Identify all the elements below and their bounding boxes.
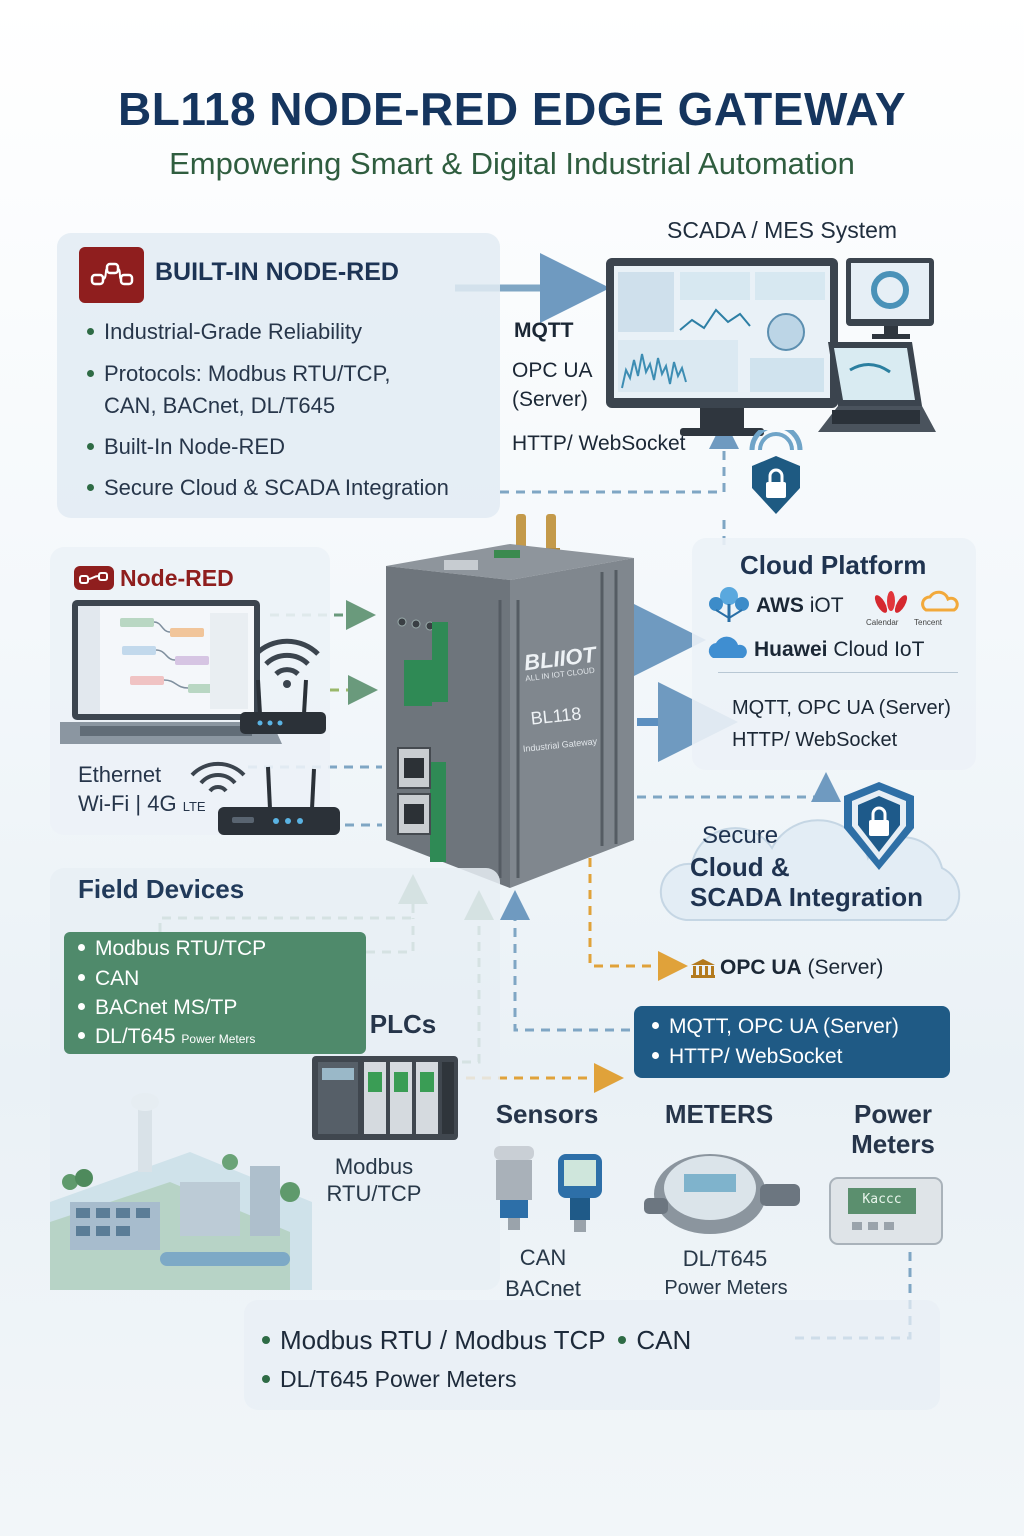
bullet-item: Industrial-Grade Reliability [87,321,497,363]
node-red-label: Node-RED [120,565,234,591]
node-red-logo-icon [79,247,144,303]
power-meters-title-line2: Meters [851,1129,935,1159]
connectivity-ethernet: Ethernet [78,762,162,787]
secure-line3: SCADA Integration [690,882,924,912]
bl118-device-illustration [386,514,634,888]
dashed-line-device-to-opcua [588,858,688,981]
dashed-line-bluebox-to-device [500,890,630,1032]
builtin-heading: BUILT-IN NODE-RED [155,258,399,286]
field-protocol-item: BACnet MS/TP [78,993,237,1022]
power-meter-illustration [829,1177,943,1245]
protocol-opcua: OPC UA [512,359,593,382]
lock-shield-icon [749,430,803,514]
scada-workstation-illustration [606,258,936,436]
field-devices-title: Field Devices [78,874,245,904]
security-shield-icon [844,782,914,870]
aws-tree-icon [709,587,749,622]
plcs-title: PLCs [369,1009,437,1039]
footer-line1: Modbus RTU / Modbus TCP CAN [262,1325,691,1356]
node-red-small-icon [74,566,114,590]
sensors-illustration [494,1146,602,1232]
meters-caption-line1: DL/T645 [682,1246,768,1271]
brand-small-text-1: Calendar [866,618,899,627]
blue-box-item: HTTP/ WebSocket [652,1042,843,1072]
connectivity-wifi-4g: Wi-Fi | 4G LTE [78,791,206,816]
wifi-router-illustration [190,761,340,835]
bullet-item: Secure Cloud & SCADA Integration [87,477,497,517]
huawei-cloud-label: Huawei Cloud IoT [754,638,925,661]
cloud-divider [718,672,958,673]
bullet-item: Protocols: Modbus RTU/TCP, [87,363,497,395]
protocol-http-websocket: HTTP/ WebSocket [512,432,686,455]
brand-small-text-2: Tencent [914,618,943,627]
page-subtitle: Empowering Smart & Digital Industrial Au… [169,146,855,181]
page-title: BL118 NODE-RED EDGE GATEWAY [118,83,906,135]
dashed-line-secure-to-scada [500,419,739,494]
field-protocol-item: DL/T645 Power Meters [78,1022,255,1054]
industrial-plant-illustration [50,1093,312,1290]
meters-title: METERS [664,1099,774,1129]
huawei-cloud-icon [708,636,747,658]
aws-label: AWS iOT [756,594,844,617]
bullet-item: Built-In Node-RED [87,436,497,477]
cloud-protocols-line1: MQTT, OPC UA (Server) [732,697,951,719]
plc-illustration [312,1056,458,1140]
sensors-title: Sensors [495,1099,599,1129]
power-meter-display: Kaccc [862,1192,902,1207]
builtin-node-red-panel: BUILT-IN NODE-RED Industrial-Grade Relia… [57,233,500,518]
bullet-item-continued: CAN, BACnet, DL/T645 [104,393,336,418]
sensors-caption-line2: BACnet [505,1276,581,1301]
water-meter-illustration [644,1154,800,1234]
tencent-cloud-icon [921,590,959,612]
bullet-dot [87,483,94,491]
field-protocol-item: Modbus RTU/TCP [78,934,266,963]
protocol-mqtt: MQTT [514,319,574,342]
blue-box-item: MQTT, OPC UA (Server) [652,1012,899,1042]
footer-line2: DL/T645 Power Meters [262,1366,516,1393]
builtin-bullet-list: Industrial-Grade Reliability Protocols: … [87,321,497,517]
protocols-blue-box: MQTT, OPC UA (Server) HTTP/ WebSocket [634,1006,950,1078]
bullet-dot [87,369,94,377]
opcua-building-icon [691,959,715,978]
plcs-caption-line1: Modbus [334,1154,414,1179]
field-devices-protocol-box: Modbus RTU/TCP CAN BACnet MS/TP DL/T645 … [64,932,366,1054]
bullet-dot [87,442,94,450]
power-meters-title-line1: Power [853,1099,933,1129]
cloud-protocols-line2: HTTP/ WebSocket [732,729,898,751]
opcua-server-label: OPC UA (Server) [720,956,884,979]
field-protocol-item: CAN [78,964,139,993]
secure-line2: Cloud & [690,852,790,882]
cloud-platform-title: Cloud Platform [740,550,927,580]
scada-label: SCADA / MES System [667,217,898,243]
dashed-line-device-to-secure [637,772,841,802]
bullet-dot [87,327,94,335]
node-red-laptop-illustration [60,600,326,744]
secure-line1: Secure [702,822,779,849]
huawei-flower-icon [874,591,908,613]
meters-caption-line2: Power Meters [664,1277,788,1299]
sensors-caption-line1: CAN [519,1245,567,1270]
protocol-opcua-server: (Server) [512,388,588,411]
plcs-caption-line2: RTU/TCP [326,1181,422,1206]
footer-protocol-panel [244,1300,940,1410]
